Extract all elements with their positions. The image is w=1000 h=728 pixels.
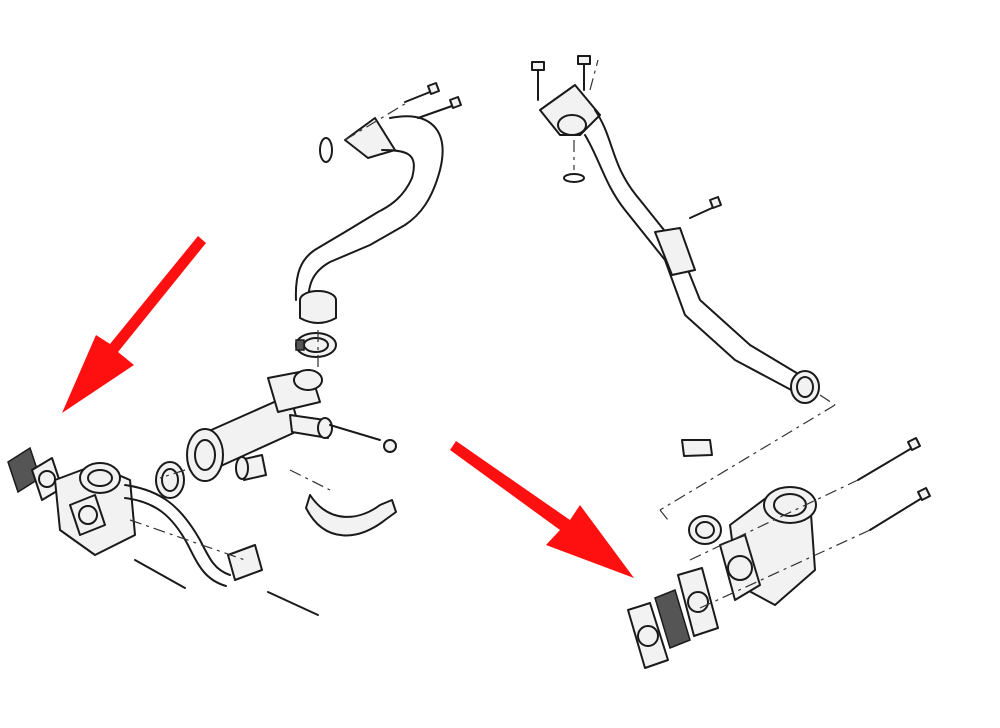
hose-clamp-right (688, 515, 722, 545)
egr-gasket-right (627, 567, 719, 669)
small-bracket-right (681, 439, 713, 457)
right-red-arrow (450, 441, 634, 578)
hose-clamp-left (155, 461, 185, 499)
pipe-clamp-mid (295, 332, 337, 358)
assembly-guide-lines (129, 59, 871, 609)
egr-valve-right (719, 486, 817, 606)
cooler-body (186, 369, 397, 482)
long-bolts-left (134, 559, 319, 616)
long-bolts-right (857, 437, 931, 531)
left-red-arrow (62, 236, 206, 413)
egr-pipe-right (539, 84, 820, 404)
pipe-bolts-top (404, 82, 462, 119)
s-shaped-pipe (294, 115, 444, 324)
egr-valve-left (54, 462, 136, 556)
egr-pipe-left (124, 484, 263, 587)
coolant-hose (305, 494, 397, 537)
pipe-bolts-right (531, 55, 722, 219)
egr-gasket-left (7, 446, 63, 501)
